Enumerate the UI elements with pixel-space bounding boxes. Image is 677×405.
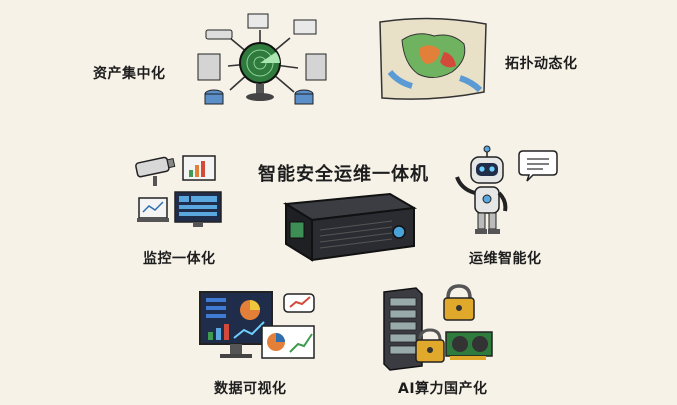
feature-label-monitor: 监控一体化 — [143, 251, 216, 267]
camera-icon — [135, 155, 222, 227]
server-lock-icon — [383, 284, 493, 371]
feature-label-ai: AI算力国产化 — [398, 381, 488, 397]
feature-label-topology: 拓扑动态化 — [505, 56, 578, 72]
feature-label-asset: 资产集中化 — [93, 66, 166, 82]
robot-icon — [455, 145, 558, 234]
feature-label-ops: 运维智能化 — [469, 251, 542, 267]
dashboard-icon — [199, 291, 315, 359]
radar-icon — [197, 13, 327, 105]
feature-label-visual: 数据可视化 — [214, 381, 287, 397]
server-appliance-icon — [282, 192, 418, 262]
diagram-title: 智能安全运维一体机 — [258, 164, 429, 185]
map-icon — [379, 17, 487, 100]
